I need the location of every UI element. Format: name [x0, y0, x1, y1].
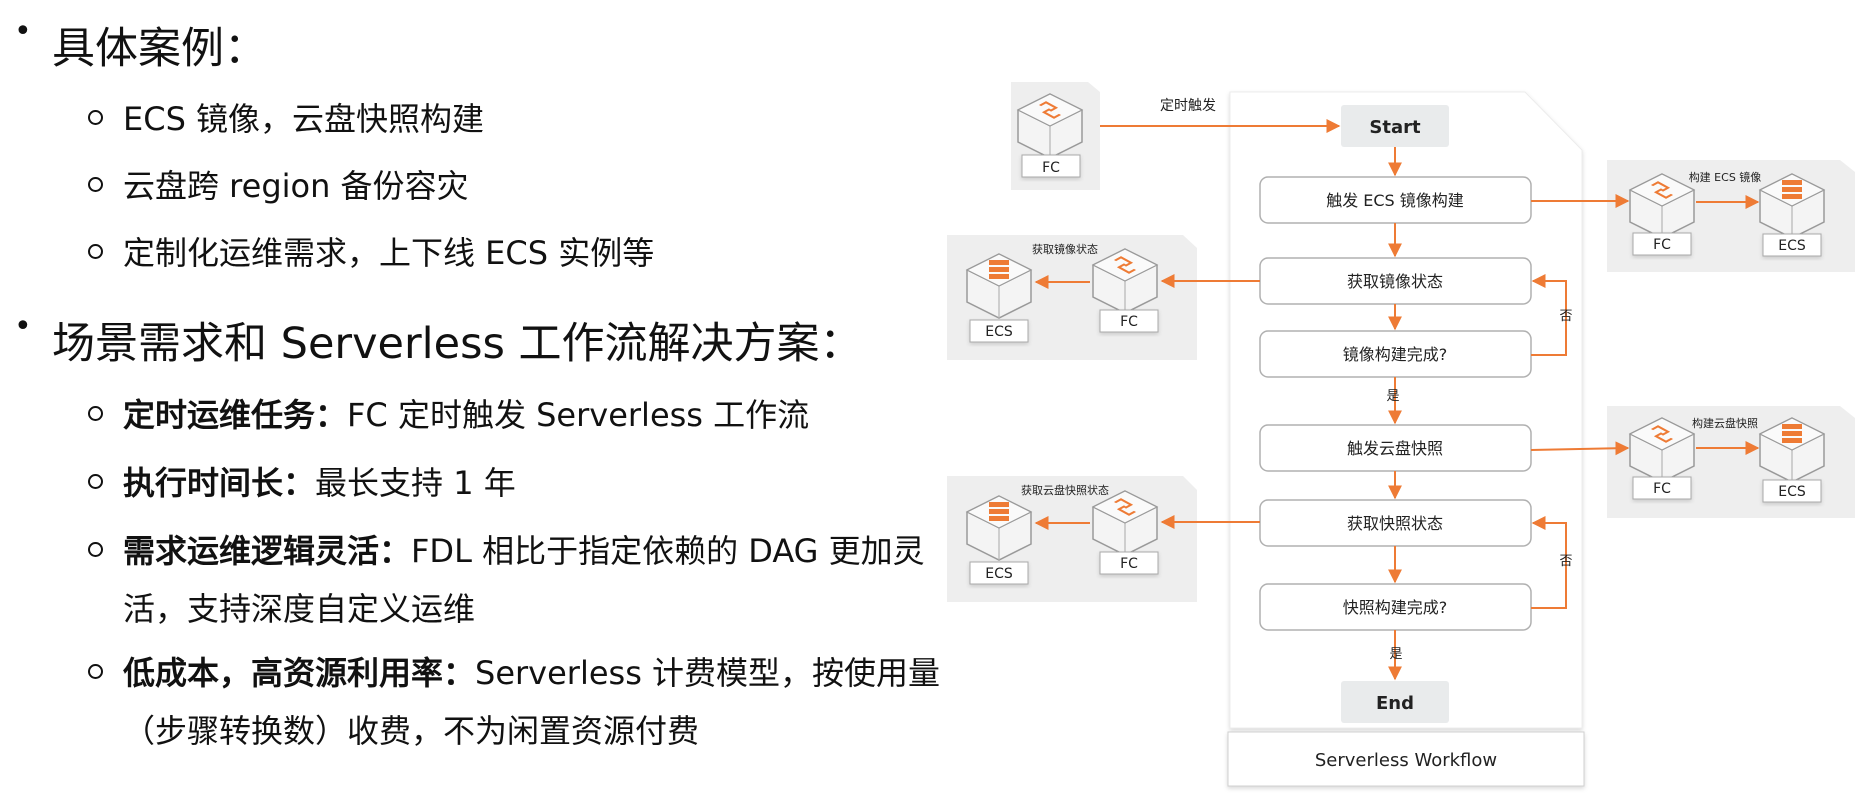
circle-bullet-icon [88, 110, 103, 125]
solution-item: 执行时间长：最长支持 1 年 [123, 458, 516, 504]
solution-item-key: 定时运维任务： [123, 396, 348, 434]
circle-bullet-icon [88, 244, 103, 259]
section-title-solution: 场景需求和 Serverless 工作流解决方案： [52, 319, 863, 369]
solution-item: 定时运维任务：FC 定时触发 Serverless 工作流 [123, 390, 809, 436]
step-get-snapshot-status: 获取快照状态 [1259, 499, 1532, 547]
build-snapshot-panel: 构建云盘快照 FC ECS [1607, 406, 1855, 518]
solution-item: 需求运维逻辑灵活：FDL 相比于指定依赖的 DAG 更加灵 [123, 526, 925, 572]
solution-item: 低成本，高资源利用率：Serverless 计费模型，按使用量 [123, 648, 940, 694]
circle-bullet-icon [88, 406, 103, 421]
circle-bullet-icon [88, 542, 103, 557]
solution-item-key: 需求运维逻辑灵活： [123, 532, 412, 570]
edge-label-no: 否 [1559, 309, 1572, 324]
end-label: End [1376, 693, 1414, 714]
workflow-container: Serverless Workflow [1227, 91, 1585, 787]
solution-item-text: 最长支持 1 年 [315, 464, 516, 502]
panel-title: 构建云盘快照 [1692, 416, 1758, 430]
fc-label: FC [1653, 481, 1671, 497]
start-node [1341, 105, 1449, 147]
panel-title: 构建 ECS 镜像 [1689, 170, 1762, 184]
get-image-panel: 获取镜像状态 ECS FC [947, 235, 1197, 360]
edge-label-no: 否 [1559, 554, 1572, 569]
circle-bullet-icon [88, 177, 103, 192]
step-image-done: 镜像构建完成? [1259, 330, 1532, 378]
ecs-label: ECS [1778, 238, 1806, 254]
ecs-label: ECS [985, 566, 1013, 582]
ecs-label: ECS [1778, 484, 1806, 500]
solution-item-continuation: 活，支持深度自定义运维 [123, 590, 476, 628]
solution-item-text: FDL 相比于指定依赖的 DAG 更加灵 [411, 532, 925, 570]
step-label: 获取快照状态 [1347, 514, 1443, 533]
step-label: 快照构建完成? [1343, 598, 1448, 617]
fc-label: FC [1120, 556, 1138, 572]
edge-label-timer: 定时触发 [1160, 98, 1216, 114]
start-label: Start [1369, 117, 1421, 138]
fc-label: FC [1042, 160, 1060, 176]
timer-fc-panel: FC [1011, 82, 1100, 190]
workflow-label: Serverless Workflow [1315, 750, 1497, 771]
panel-title: 获取镜像状态 [1032, 242, 1098, 256]
panel-title: 获取云盘快照状态 [1021, 483, 1109, 497]
fc-label: FC [1653, 237, 1671, 253]
bullet-icon: • [14, 309, 32, 344]
section-title-cases: 具体案例： [52, 24, 267, 74]
solution-item-continuation: （步骤转换数）收费，不为闲置资源付费 [123, 712, 700, 750]
step-trigger-image: 触发 ECS 镜像构建 [1259, 176, 1532, 224]
bullet-icon: • [14, 14, 32, 49]
step-label: 获取镜像状态 [1347, 272, 1443, 291]
step-get-image-status: 获取镜像状态 [1259, 257, 1532, 305]
step-snapshot-done: 快照构建完成? [1259, 583, 1532, 631]
ecs-label: ECS [985, 324, 1013, 340]
end-node [1341, 681, 1449, 723]
step-label: 触发 ECS 镜像构建 [1326, 191, 1464, 210]
case-item: 定制化运维需求，上下线 ECS 实例等 [123, 234, 655, 272]
step-label: 镜像构建完成? [1343, 345, 1448, 364]
solution-item-key: 执行时间长： [123, 464, 316, 502]
solution-item-key: 低成本，高资源利用率： [123, 654, 476, 692]
solution-item-text: Serverless 计费模型，按使用量 [475, 654, 941, 692]
build-image-panel: 构建 ECS 镜像 FC ECS [1607, 160, 1855, 272]
get-snapshot-panel: 获取云盘快照状态 ECS FC [947, 476, 1197, 602]
solution-item-text: FC 定时触发 Serverless 工作流 [347, 396, 810, 434]
circle-bullet-icon [88, 664, 103, 679]
case-item: ECS 镜像，云盘快照构建 [123, 100, 485, 138]
step-label: 触发云盘快照 [1347, 439, 1443, 458]
case-item: 云盘跨 region 备份容灾 [123, 167, 469, 205]
edge-label-yes: 是 [1389, 647, 1402, 662]
circle-bullet-icon [88, 474, 103, 489]
step-trigger-snapshot: 触发云盘快照 [1259, 424, 1532, 472]
edge-label-yes: 是 [1386, 389, 1399, 404]
fc-label: FC [1120, 314, 1138, 330]
flow-arrows [1100, 119, 1630, 681]
